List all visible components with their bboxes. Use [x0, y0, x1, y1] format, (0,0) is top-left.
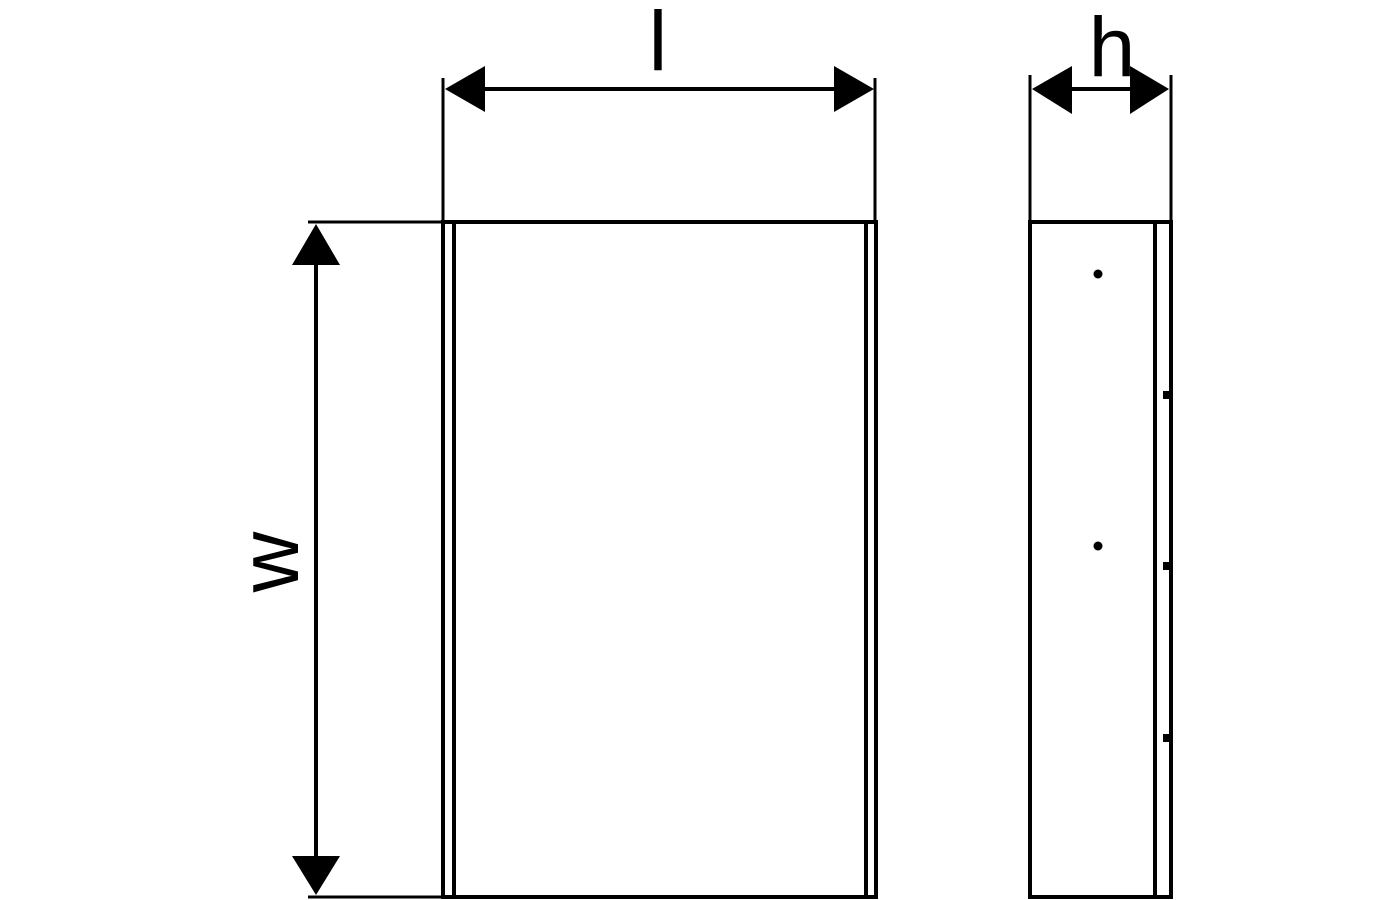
edge-mark [1163, 562, 1169, 570]
width-arrowhead-top [292, 224, 340, 265]
edge-mark [1163, 391, 1169, 399]
mounting-hole-dot [1093, 269, 1103, 279]
length-label: l [649, 0, 668, 88]
side-view-outline [1028, 220, 1173, 899]
length-arrowhead-left [445, 66, 485, 112]
width-arrowhead-bottom [292, 856, 340, 895]
front-view-outline [441, 220, 878, 899]
edge-mark [1163, 734, 1169, 742]
width-label: w [222, 531, 316, 593]
height-label: h [1089, 0, 1136, 94]
length-arrowhead-right [834, 66, 874, 112]
height-arrowhead-right [1130, 66, 1169, 114]
height-arrowhead-left [1032, 66, 1072, 114]
mounting-hole-dot [1093, 541, 1103, 551]
